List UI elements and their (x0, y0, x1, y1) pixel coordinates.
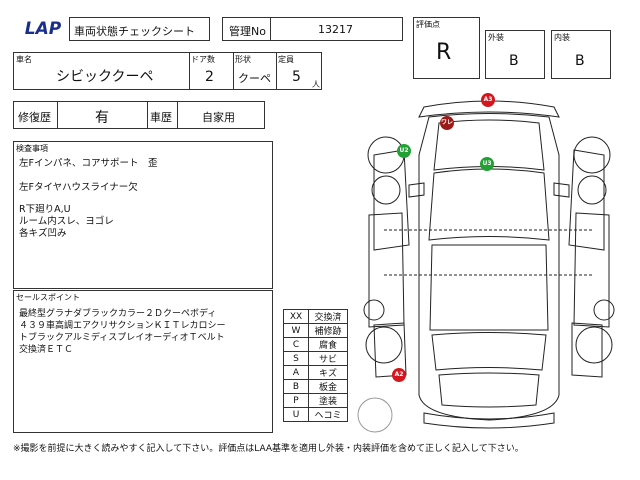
history-box: 修復歴 有 車歴 自家用 (13, 101, 265, 129)
sheet-title-box: 車両状態チェックシート (69, 17, 210, 41)
sales-point-text: 最終型グラナダブラックカラー２Ｄクーペボディ ４３９車高調エアクリサクションＫＩ… (19, 309, 226, 355)
damage-mark-u3: U3 (480, 157, 494, 171)
footer-note: ※撮影を前提に大きく読みやすく記入して下さい。評価点はLAA基準を適用し外装・内… (13, 444, 524, 454)
repair-history-label: 修復歴 (18, 111, 51, 124)
inspection-line: 左Fタイヤハウスライナー欠 (19, 182, 138, 193)
sales-point-box: セールスポイント 最終型グラナダブラックカラー２Ｄクーペボディ ４３９車高調エア… (13, 290, 273, 433)
sales-point-label: セールスポイント (16, 293, 80, 302)
legend-meaning: 板金 (308, 379, 348, 394)
capacity-label: 定員 (278, 55, 294, 64)
sheet-title: 車両状態チェックシート (74, 25, 195, 38)
legend-meaning: 塗装 (308, 393, 348, 408)
car-name-label: 車名 (16, 55, 32, 64)
car-diagram (357, 100, 615, 433)
usage-value: 自家用 (202, 111, 235, 124)
doors-value: 2 (205, 69, 214, 85)
inspection-line: R下廻りA,U ルーム内スレ、ヨゴレ 各キズ凹み (19, 204, 114, 239)
capacity-value: 5 (292, 69, 301, 85)
legend-code: B (283, 379, 309, 394)
interior-label: 内装 (554, 33, 570, 42)
capacity-unit: 人 (312, 80, 320, 89)
car-name-value: シビッククーペ (56, 69, 154, 85)
legend-code: A (283, 365, 309, 380)
logo-text: LAP (25, 19, 62, 38)
interior-value: B (575, 53, 585, 69)
damage-mark-crack: ワレ (440, 116, 454, 130)
vehicle-info-box: 車名 シビッククーペ ドア数 2 形状 クーペ 定員 5 人 (13, 52, 322, 90)
legend-code: P (283, 393, 309, 408)
inspection-box: 検査事項 左Fインパネ、コアサポート 歪 左Fタイヤハウスライナー欠 R下廻りA… (13, 141, 273, 289)
legend-code: S (283, 351, 309, 366)
legend-meaning: 補修跡 (308, 323, 348, 338)
legend-code: XX (283, 309, 309, 324)
mgmt-no-label: 管理No (229, 25, 266, 38)
score-label: 評価点 (416, 20, 440, 29)
inspection-label: 検査事項 (16, 144, 48, 153)
legend-code: C (283, 337, 309, 352)
usage-label: 車歴 (150, 111, 172, 124)
damage-mark-u2: U2 (397, 144, 411, 158)
legend-code: U (283, 407, 309, 422)
legend-meaning: 交換済 (308, 309, 348, 324)
exterior-box: 外装 B (485, 30, 545, 79)
legend-code: W (283, 323, 309, 338)
repair-history-value: 有 (95, 110, 109, 126)
legend-meaning: サビ (308, 351, 348, 366)
body-type-value: クーペ (238, 72, 271, 85)
damage-mark-a3: A3 (481, 93, 495, 107)
legend-meaning: キズ (308, 365, 348, 380)
doors-label: ドア数 (191, 55, 215, 64)
lap-logo: LAP (18, 18, 68, 38)
mgmt-no-box: 管理No 13217 (222, 17, 403, 41)
damage-mark-a2: A2 (392, 368, 406, 382)
score-box: 評価点 R (413, 17, 480, 79)
legend-meaning: 腐食 (308, 337, 348, 352)
exterior-label: 外装 (488, 33, 504, 42)
score-value: R (436, 40, 452, 65)
body-type-label: 形状 (235, 55, 251, 64)
inspection-line: 左Fインパネ、コアサポート 歪 (19, 158, 158, 169)
interior-box: 内装 B (551, 30, 611, 79)
legend-meaning: ヘコミ (308, 407, 348, 422)
mgmt-no-value: 13217 (318, 23, 353, 36)
exterior-value: B (509, 53, 519, 69)
